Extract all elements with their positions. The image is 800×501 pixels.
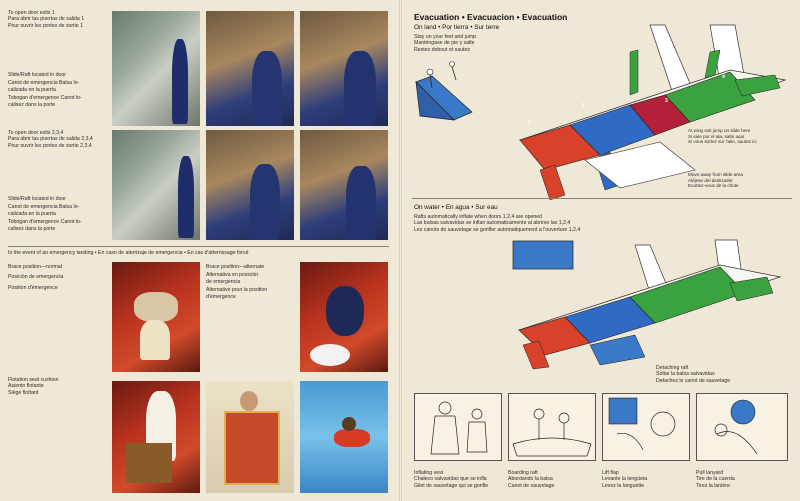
photo-door234-handle xyxy=(206,130,294,240)
door-number-1: 1 xyxy=(528,120,531,126)
photo-door1-closed xyxy=(112,11,200,126)
detaching-raft-caption: Detaching raft Soltar la balsa salvavida… xyxy=(656,365,731,384)
photo-door234-open xyxy=(300,130,388,240)
door-number-4: 4 xyxy=(722,74,725,80)
on-water-heading: On water • En agua • Sur eau xyxy=(414,204,498,211)
photo-brace-normal xyxy=(112,262,200,372)
move-away-caption: Move away from slide area Aléjese del de… xyxy=(688,172,743,189)
step-box-inflating-vest xyxy=(414,393,502,461)
emergency-landing-heading: In the event of an emergency landing • E… xyxy=(8,250,249,256)
step-caption-lift-flap: Lift flap Levante la lengüeta Levez la l… xyxy=(602,470,648,489)
brace-alternate-caption: Brace position—alternate Alternativa en … xyxy=(206,264,268,300)
photo-brace-alternate xyxy=(300,262,388,372)
door-number-3: 3 xyxy=(665,98,668,104)
section-divider xyxy=(8,246,389,247)
photo-flotation-cushion xyxy=(112,381,200,493)
step-box-boarding-raft xyxy=(508,393,596,461)
photo-door1-open xyxy=(300,11,388,126)
step-box-pull-lanyard xyxy=(696,393,788,461)
land-evacuation-diagram xyxy=(518,24,787,201)
evacuation-title: Evacuation • Evacuacion • Evacuation xyxy=(414,12,568,22)
slide234-caption: Slide/Raft located in door Canot de emer… xyxy=(8,196,82,232)
water-evacuation-diagram xyxy=(512,239,782,370)
card-fold xyxy=(399,0,402,501)
step-box-lift-flap xyxy=(602,393,690,461)
step-caption-inflating-vest: Inflating vest Chaleco salvavidas que se… xyxy=(414,470,489,489)
photo-door234-closed xyxy=(112,130,200,240)
photo-door1-handle xyxy=(206,11,294,126)
stay-on-feet-caption: Stay on your feet and jump Manténgase de… xyxy=(414,34,476,53)
exit234-caption: To open door exits 2,3,4 Para abrir las … xyxy=(8,130,93,149)
photo-swimming xyxy=(300,381,388,493)
slide1-caption: Slide/Raft located in door Canot de emer… xyxy=(8,72,82,108)
step-caption-boarding-raft: Boarding raft Abordando la balsa Canot d… xyxy=(508,470,555,489)
slide-jump-illustration xyxy=(415,61,473,121)
photo-flotation-held xyxy=(206,381,294,493)
brace-normal-caption: Brace position—normal Posición de emerge… xyxy=(8,264,64,291)
wing-exit-caption: At wing exit jump on slide here Si sale … xyxy=(688,128,757,145)
step-caption-pull-lanyard: Pull lanyard Tire de la cuerda Tirez la … xyxy=(696,470,735,489)
exit1-caption: To open door exits 1 Para abrir las puer… xyxy=(8,10,85,29)
on-land-heading: On land • Por tierra • Sur terre xyxy=(414,24,500,31)
door-number-2: 2 xyxy=(582,103,585,109)
flotation-caption: Flotation seat cushion Asiento flotante … xyxy=(8,377,59,396)
land-water-divider xyxy=(412,198,792,199)
rafts-inflate-caption: Rafts automatically inflate when doors 1… xyxy=(414,214,581,233)
